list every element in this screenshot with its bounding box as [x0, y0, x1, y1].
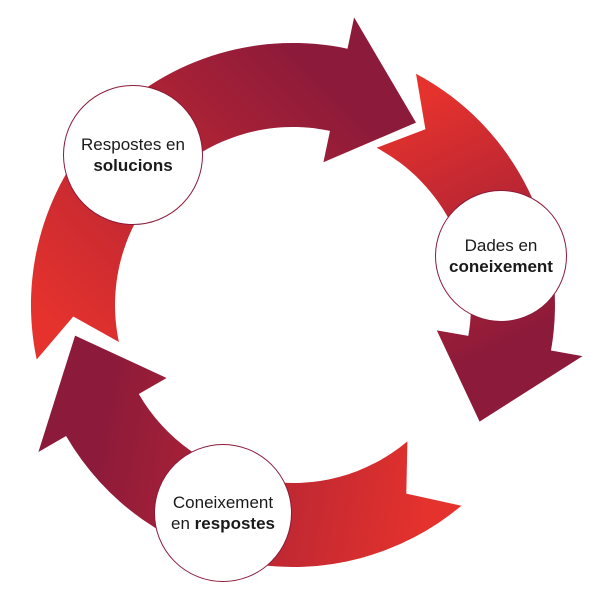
cycle-arrow-3 [38, 335, 462, 567]
node-label: Dades en [464, 235, 538, 255]
node-label: Respostes en [81, 134, 185, 154]
node-label: Coneixement [172, 492, 274, 512]
node-dades-en-coneixement: Dades en coneixement [435, 190, 567, 322]
node-label-bold: solucions [93, 156, 173, 175]
node-label-line2: en respostes [171, 513, 275, 534]
node-coneixement-en-respostes: Coneixement en respostes [154, 444, 292, 582]
node-label-prefix: en [171, 514, 195, 533]
node-label-bold: respostes [194, 514, 275, 533]
node-respostes-en-solucions: Respostes en solucions [63, 85, 203, 225]
node-label-bold: coneixement [449, 257, 553, 276]
